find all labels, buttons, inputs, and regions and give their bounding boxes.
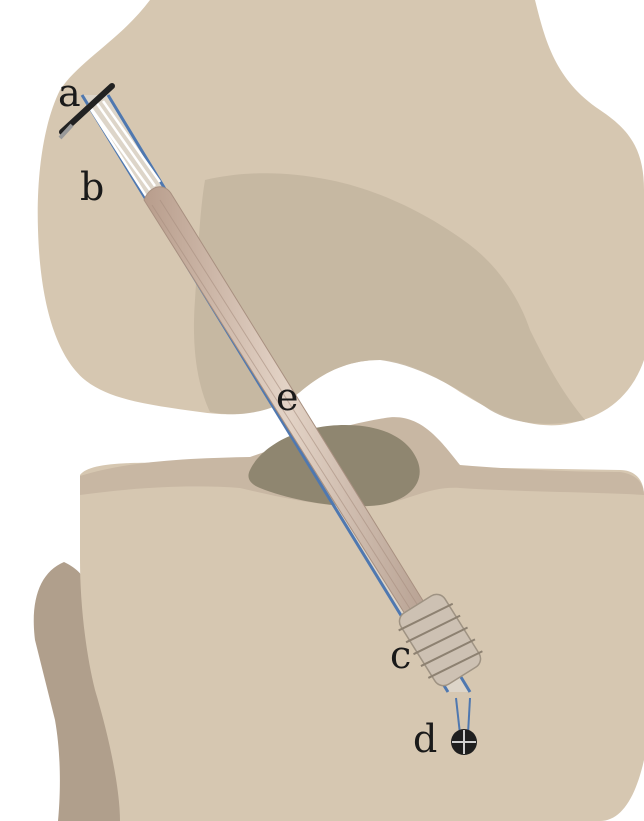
label-d: d bbox=[413, 717, 437, 761]
label-b: b bbox=[80, 165, 104, 209]
label-e: e bbox=[276, 375, 299, 419]
post-screw bbox=[451, 729, 477, 755]
label-c: c bbox=[390, 633, 411, 677]
label-a: a bbox=[58, 71, 81, 115]
